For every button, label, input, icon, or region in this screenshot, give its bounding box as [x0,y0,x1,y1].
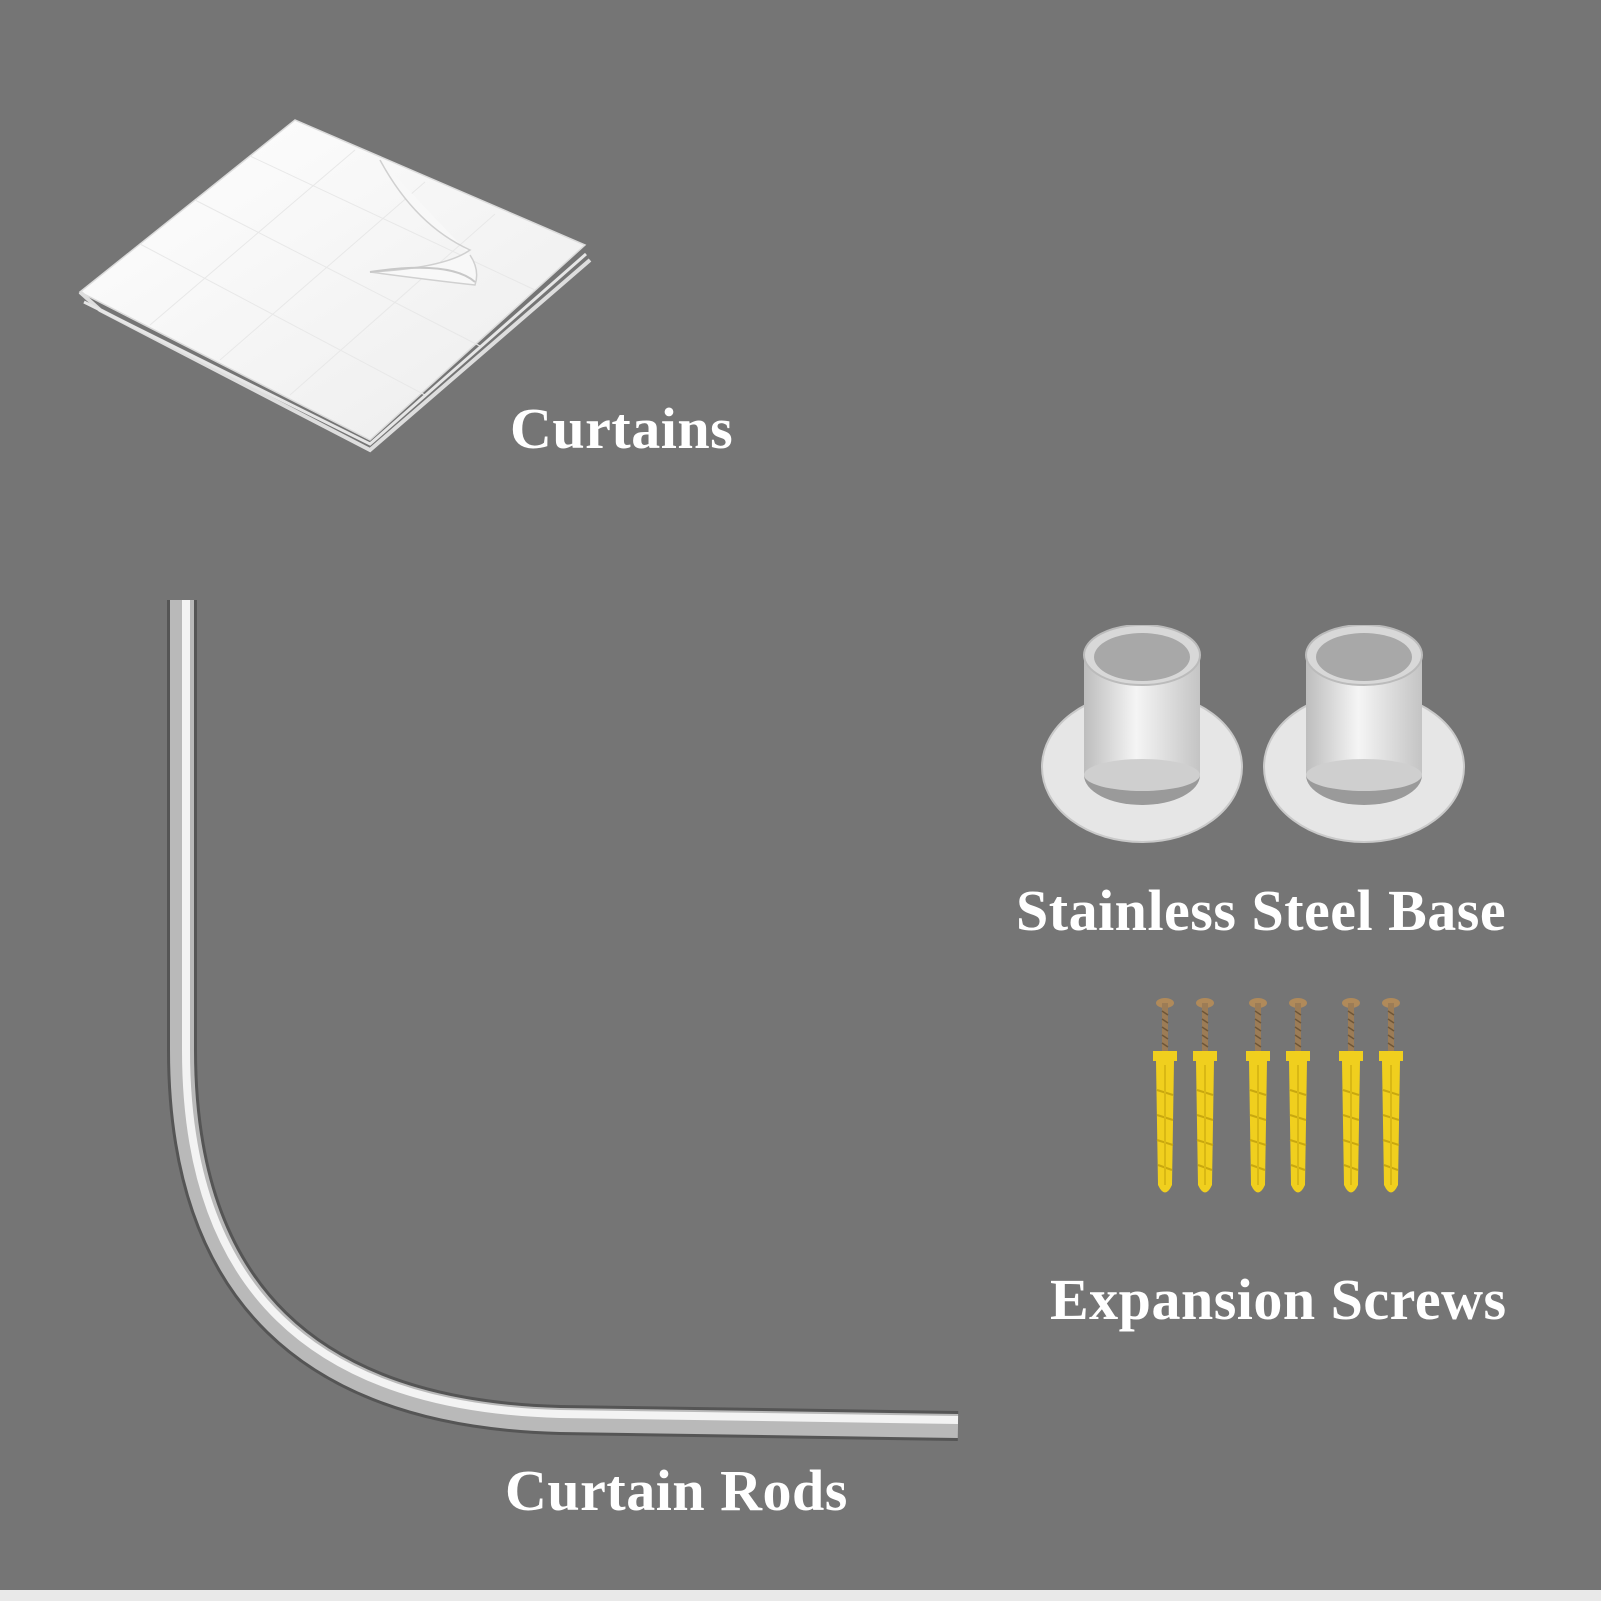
expansion-screw-icon [1150,995,1435,1210]
bottom-border [0,1590,1601,1601]
stainless-steel-base-label: Stainless Steel Base [1016,878,1507,943]
curtains-label: Curtains [510,396,734,461]
curtain-rods-label: Curtain Rods [505,1458,848,1523]
folded-curtain-icon [70,110,600,460]
expansion-screws-label: Expansion Screws [1050,1267,1507,1332]
steel-base-icon [1040,625,1480,855]
